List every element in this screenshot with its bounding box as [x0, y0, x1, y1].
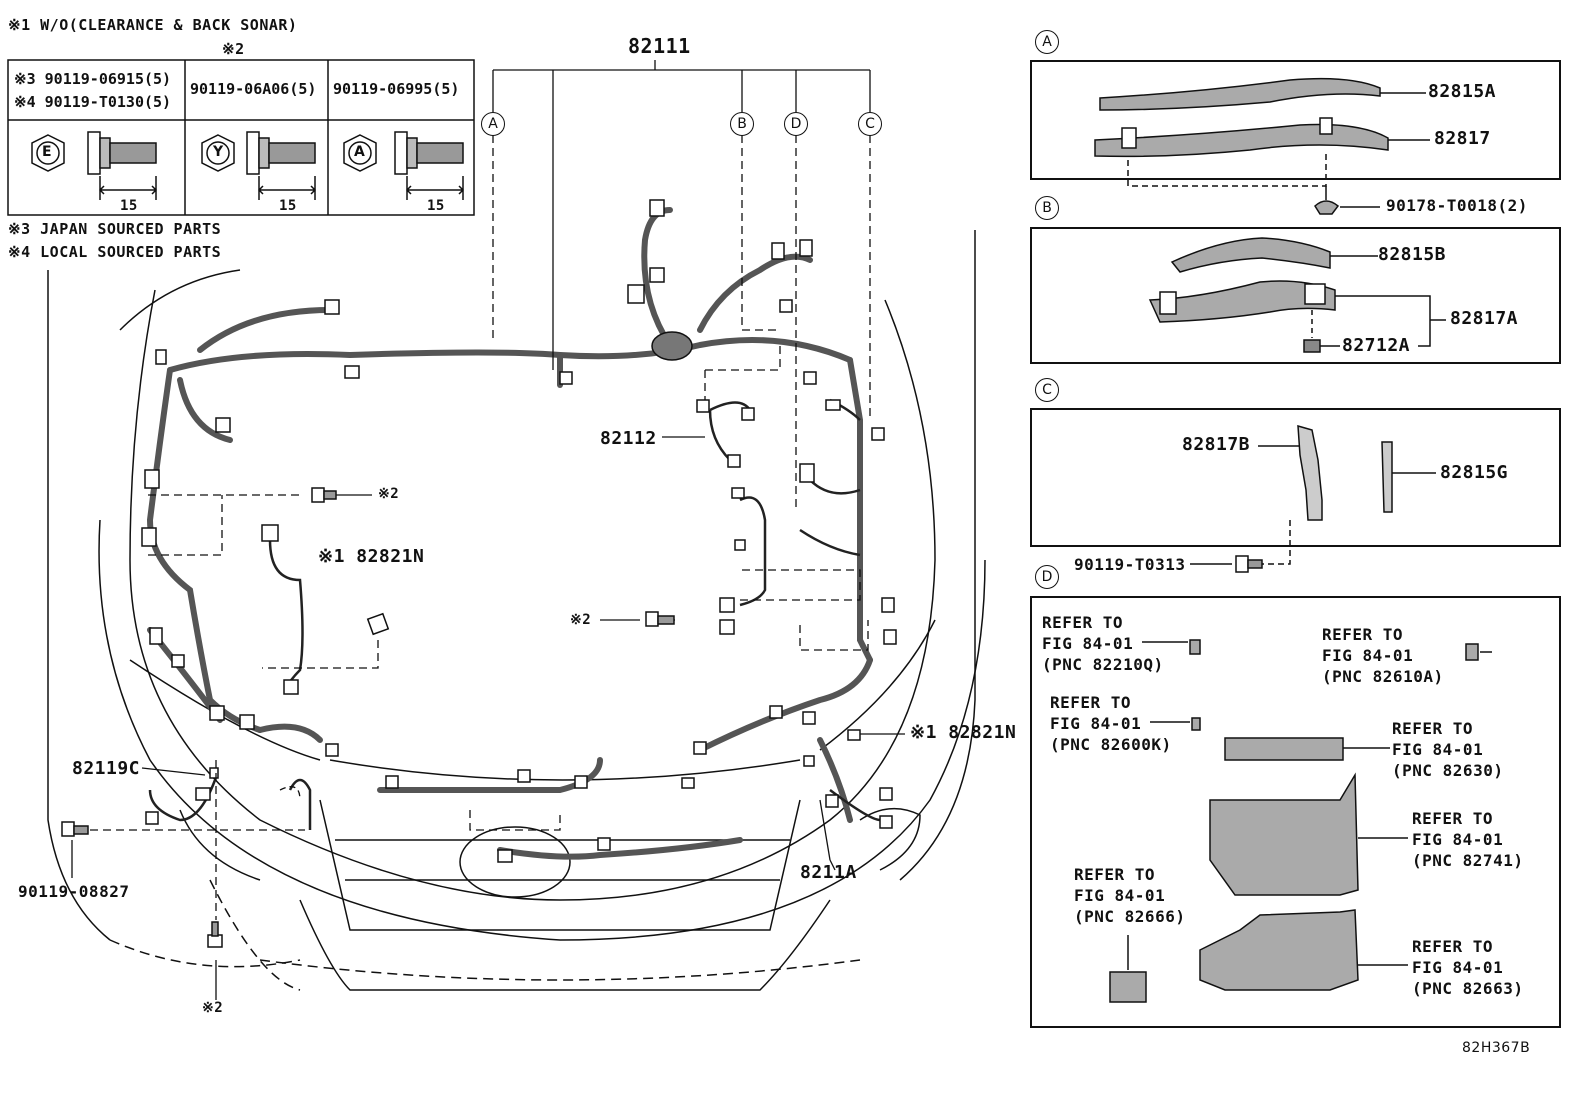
refer-82630: REFER TO FIG 84-01 (PNC 82630) — [1392, 719, 1504, 780]
label-82712A: 82712A — [1342, 335, 1411, 356]
bolt-pn-06a06: 90119-06A06(5) — [190, 80, 317, 98]
label-82815G: 82815G — [1440, 462, 1509, 483]
label-82111: 82111 — [628, 34, 691, 58]
head-mark-a-icon: A — [354, 144, 366, 160]
clip-82821N-top — [366, 612, 390, 636]
label-82815A: 82815A — [1428, 81, 1497, 102]
panel-a-circle: A — [1035, 30, 1059, 54]
bolt-length-1: 15 — [120, 198, 138, 214]
bolt-pn-local: ※4 90119-T0130(5) — [14, 93, 172, 111]
bolt-pn-06995: 90119-06995(5) — [333, 80, 460, 98]
label-90178-T0018: 90178-T0018(2) — [1386, 196, 1528, 215]
panel-a-frame — [1030, 60, 1561, 180]
note-local-sourced: ※4 LOCAL SOURCED PARTS — [8, 243, 222, 261]
refer-82210Q: REFER TO FIG 84-01 (PNC 82210Q) — [1042, 613, 1164, 674]
callout-a: A — [481, 112, 505, 136]
panel-d-frame — [1030, 596, 1561, 1028]
label-90119-08827: 90119-08827 — [18, 882, 130, 901]
note-japan-sourced: ※3 JAPAN SOURCED PARTS — [8, 220, 222, 238]
callout-c: C — [858, 112, 882, 136]
head-mark-y-icon: Y — [213, 144, 224, 160]
label-82821N-right: ※1 82821N — [910, 722, 1017, 743]
panel-b-art — [1148, 237, 1446, 353]
bolt-pn-japan: ※3 90119-06915(5) — [14, 70, 172, 88]
panel-b-circle: B — [1035, 196, 1059, 220]
label-82815B: 82815B — [1378, 244, 1447, 265]
refer-82666: REFER TO FIG 84-01 (PNC 82666) — [1074, 865, 1186, 926]
label-mark-2-bottom: ※2 — [202, 1000, 224, 1016]
figure-code: 82H367B — [1462, 1040, 1531, 1056]
refer-82610A: REFER TO FIG 84-01 (PNC 82610A) — [1322, 625, 1444, 686]
refer-82663: REFER TO FIG 84-01 (PNC 82663) — [1412, 937, 1524, 998]
label-82817B: 82817B — [1182, 434, 1251, 455]
label-82817A: 82817A — [1450, 308, 1519, 329]
panel-c-art — [1190, 424, 1436, 573]
label-90119-T0313: 90119-T0313 — [1074, 555, 1186, 574]
connectors — [141, 199, 897, 863]
callout-b: B — [730, 112, 754, 136]
refer-82741: REFER TO FIG 84-01 (PNC 82741) — [1412, 809, 1524, 870]
label-82821N-top: ※1 82821N — [318, 546, 425, 567]
label-mark-2-left: ※2 — [378, 486, 400, 502]
bolt-icons — [61, 487, 675, 948]
bolt-length-3: 15 — [427, 198, 445, 214]
panel-b-frame — [1030, 227, 1561, 364]
note-w-o-sonar: ※1 W/O(CLEARANCE & BACK SONAR) — [8, 16, 298, 34]
panel-d-art — [1109, 639, 1492, 1003]
panel-c-circle: C — [1035, 378, 1059, 402]
refer-82600K: REFER TO FIG 84-01 (PNC 82600K) — [1050, 693, 1172, 754]
main-harness-bundle — [146, 207, 873, 860]
panel-c-frame — [1030, 408, 1561, 547]
panel-a-art — [1094, 77, 1430, 215]
callout-d: D — [784, 112, 808, 136]
label-82119C: 82119C — [72, 758, 141, 779]
vehicle-outline — [47, 230, 986, 991]
label-82112: 82112 — [600, 428, 657, 449]
label-8211A: 8211A — [800, 862, 857, 883]
label-82817: 82817 — [1434, 128, 1491, 149]
panel-d-circle: D — [1035, 565, 1059, 589]
grommet — [651, 331, 693, 361]
harness-branches — [148, 398, 881, 830]
note-2-header: ※2 — [222, 40, 245, 58]
head-mark-e-icon: E — [42, 144, 53, 160]
bolt-length-2: 15 — [279, 198, 297, 214]
label-mark-2-center: ※2 — [570, 612, 592, 628]
bolt-table — [7, 59, 475, 216]
leader-lines — [71, 60, 905, 1000]
